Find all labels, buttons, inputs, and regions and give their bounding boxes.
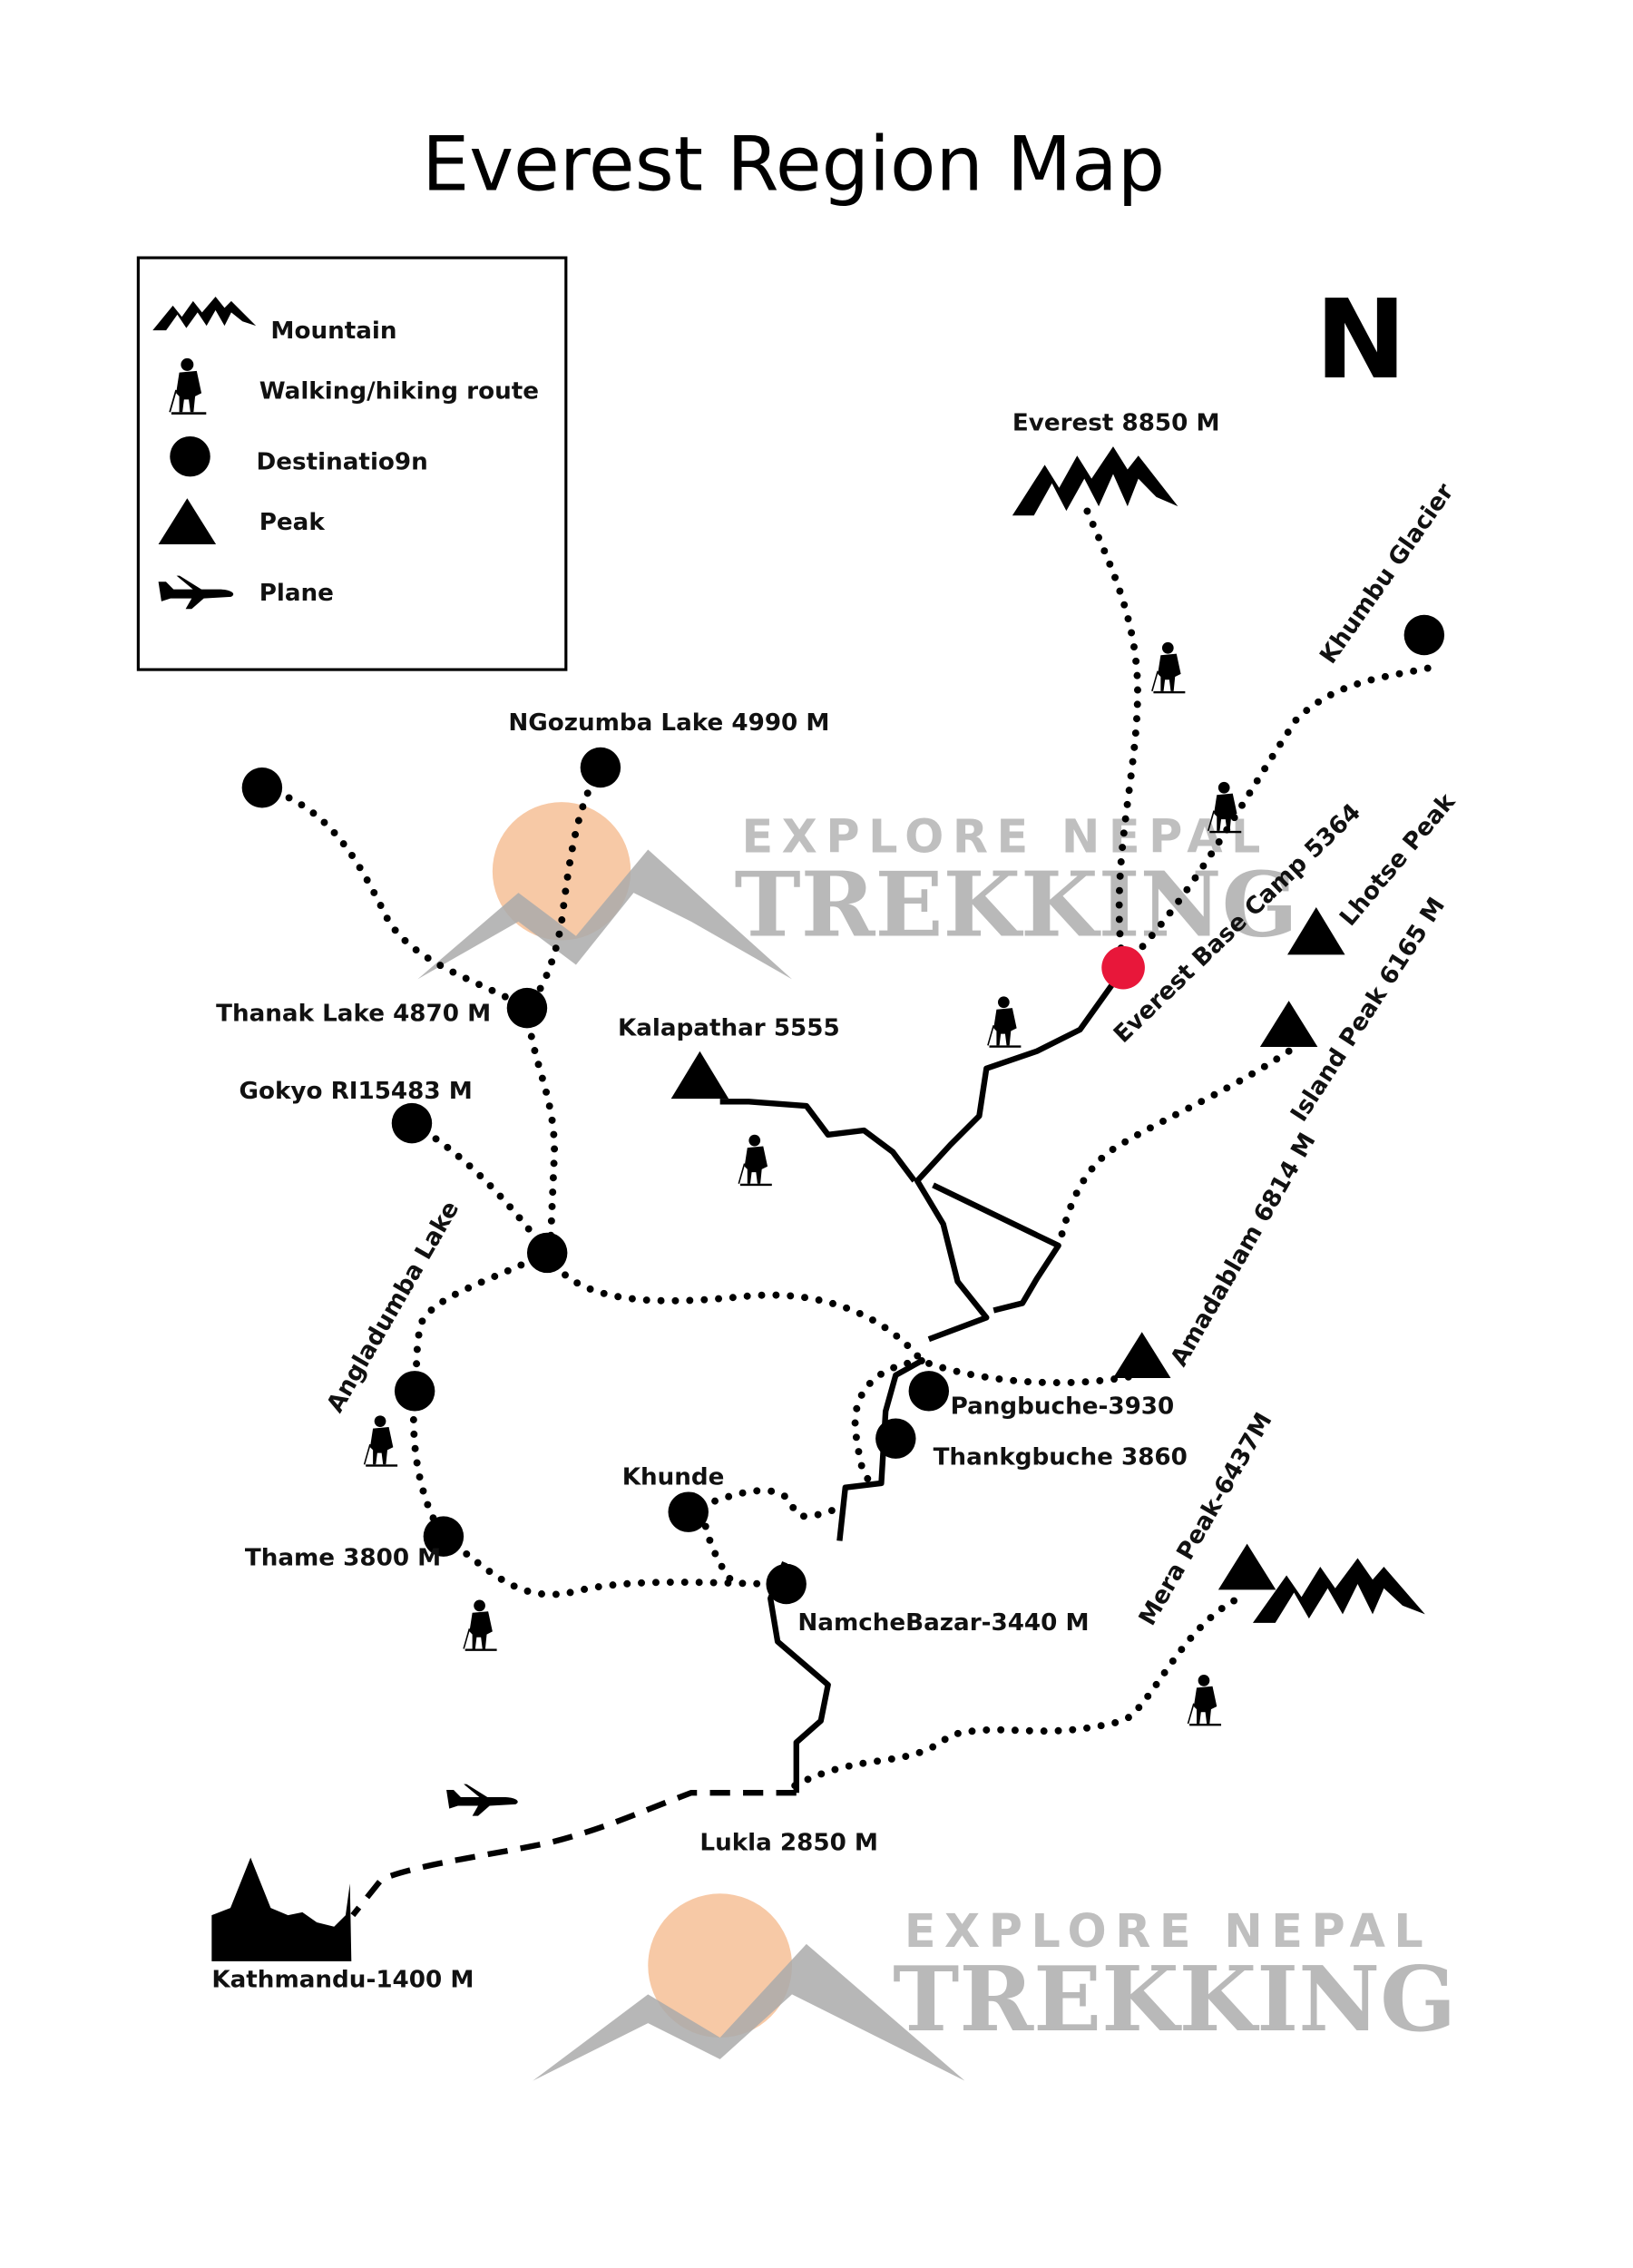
label-kalapathar: Kalapathar 5555 — [618, 1014, 840, 1041]
destination-gokyo-ri — [391, 1102, 433, 1144]
label-kathmandu: Kathmandu-1400 M — [211, 1966, 474, 1993]
label-thankgbuche: Thankgbuche 3860 — [934, 1443, 1188, 1471]
peak-island — [1259, 1001, 1318, 1047]
label-everest: Everest 8850 M — [1012, 410, 1220, 437]
destination-ngozumba-lake — [580, 747, 621, 788]
label-angladumba-lake: Angladumba Lake — [322, 1197, 465, 1417]
legend-destination-label: Destinatio9n — [257, 448, 428, 475]
mountain-icon — [152, 296, 257, 331]
hiker-icon — [169, 357, 208, 415]
peak-amadablam — [1112, 1332, 1171, 1379]
map-title: Everest Region Map — [422, 122, 1165, 209]
label-lukla: Lukla 2850 M — [699, 1830, 878, 1857]
peak-mera — [1217, 1543, 1276, 1590]
hiker-icon — [1151, 641, 1187, 695]
everest-base-camp-marker — [1101, 945, 1145, 990]
destination-thanak-lake — [506, 987, 548, 1029]
circle-icon — [170, 435, 210, 477]
plane-icon — [158, 575, 234, 610]
north-indicator: N — [1315, 277, 1407, 404]
destination-gokyo — [526, 1232, 568, 1274]
place-labels: Everest 8850 M Khumbu Glacier Everest Ba… — [211, 410, 1461, 1994]
svg-text:EXPLORE NEPAL: EXPLORE NEPAL — [741, 810, 1268, 864]
trekking-routes — [350, 977, 1119, 1918]
watermark-logo-bottom: EXPLORE NEPAL TREKKING — [533, 1893, 1456, 2081]
peak-lhotse — [1287, 907, 1345, 955]
hiker-icon — [738, 1134, 773, 1187]
legend: Mountain Walking/hiking route Destinatio… — [136, 256, 568, 671]
label-amadablam: Amadablam 6814 M — [1166, 1129, 1322, 1371]
destination-pangbuche — [908, 1371, 950, 1412]
hiker-icon — [363, 1414, 398, 1468]
destination-northwest — [241, 767, 283, 808]
plane-icon — [446, 1784, 518, 1816]
hiking-routes — [258, 507, 1444, 1790]
destination-thame — [423, 1516, 464, 1557]
label-ngozumba-lake: NGozumba Lake 4990 M — [508, 709, 829, 737]
kathmandu-stupa-icon — [211, 1857, 352, 1961]
label-thanak-lake: Thanak Lake 4870 M — [216, 1000, 491, 1027]
label-thame: Thame 3800 M — [245, 1544, 441, 1571]
hiker-icon — [463, 1598, 498, 1652]
watermark-logo-top: EXPLORE NEPAL TREKKING — [417, 802, 1298, 980]
svg-text:TREKKING: TREKKING — [893, 1948, 1456, 2052]
legend-peak-label: Peak — [259, 509, 326, 536]
destination-khumbu-glacier — [1403, 614, 1445, 656]
peak-kalapathar — [670, 1051, 729, 1100]
destination-namche-bazar — [766, 1563, 807, 1605]
svg-text:EXPLORE NEPAL: EXPLORE NEPAL — [905, 1904, 1432, 1958]
triangle-icon — [158, 498, 217, 544]
label-khunde: Khunde — [622, 1464, 725, 1491]
legend-mountain-label: Mountain — [270, 318, 396, 345]
destination-angladumba-lake — [394, 1371, 435, 1412]
hikers — [363, 641, 1243, 1727]
label-namche-bazar: NamcheBazar-3440 M — [797, 1609, 1089, 1637]
label-mera-peak: Mera Peak-6437M — [1134, 1408, 1278, 1630]
destination-khunde — [668, 1491, 709, 1532]
hiker-icon — [987, 995, 1022, 1049]
peaks — [670, 907, 1345, 1590]
hiker-icon — [1187, 1674, 1222, 1727]
mountain-icon-mera — [1252, 1558, 1425, 1623]
label-gokyo-ri: Gokyo RI15483 M — [239, 1078, 472, 1105]
svg-text:TREKKING: TREKKING — [735, 854, 1298, 958]
legend-hiking-label: Walking/hiking route — [259, 378, 539, 406]
legend-plane-label: Plane — [259, 580, 334, 607]
destination-thankgbuche — [875, 1418, 916, 1459]
mountain-icon-everest — [1012, 446, 1178, 516]
destinations — [241, 614, 1445, 1605]
label-pangbuche: Pangbuche-3930 — [951, 1393, 1175, 1421]
